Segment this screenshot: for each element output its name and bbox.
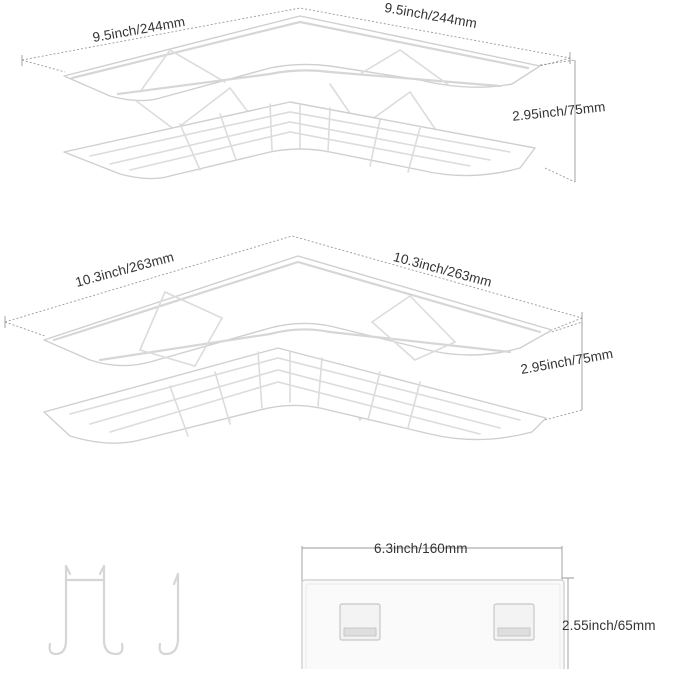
plate-height-label: 2.55inch/65mm — [562, 618, 656, 633]
small-corner-shelf — [21, 7, 576, 183]
large-shelf-top-dimension-line — [4, 235, 583, 323]
single-hook — [158, 572, 180, 656]
large-corner-shelf — [4, 235, 583, 444]
small-shelf-basket-wires — [89, 103, 511, 171]
large-shelf-basket-wires — [69, 351, 521, 435]
small-shelf-back-support-wires — [139, 48, 451, 93]
adhesive-mounting-plate — [301, 546, 574, 674]
hook-accessories — [48, 564, 180, 656]
double-hook-crossbar — [64, 564, 106, 582]
plate-width-label: 6.3inch/160mm — [374, 541, 468, 556]
large-shelf-left-support-frame — [138, 290, 224, 367]
large-shelf-right-support-frame — [370, 294, 457, 361]
small-shelf-top-dimension-line — [21, 7, 571, 61]
small-shelf-side-support-wires — [134, 83, 441, 137]
double-hook-left-arm — [48, 564, 68, 656]
plate-height-dimension-line — [562, 577, 574, 669]
double-hook-right-arm — [102, 564, 124, 656]
large-shelf-top-rail — [43, 255, 553, 367]
